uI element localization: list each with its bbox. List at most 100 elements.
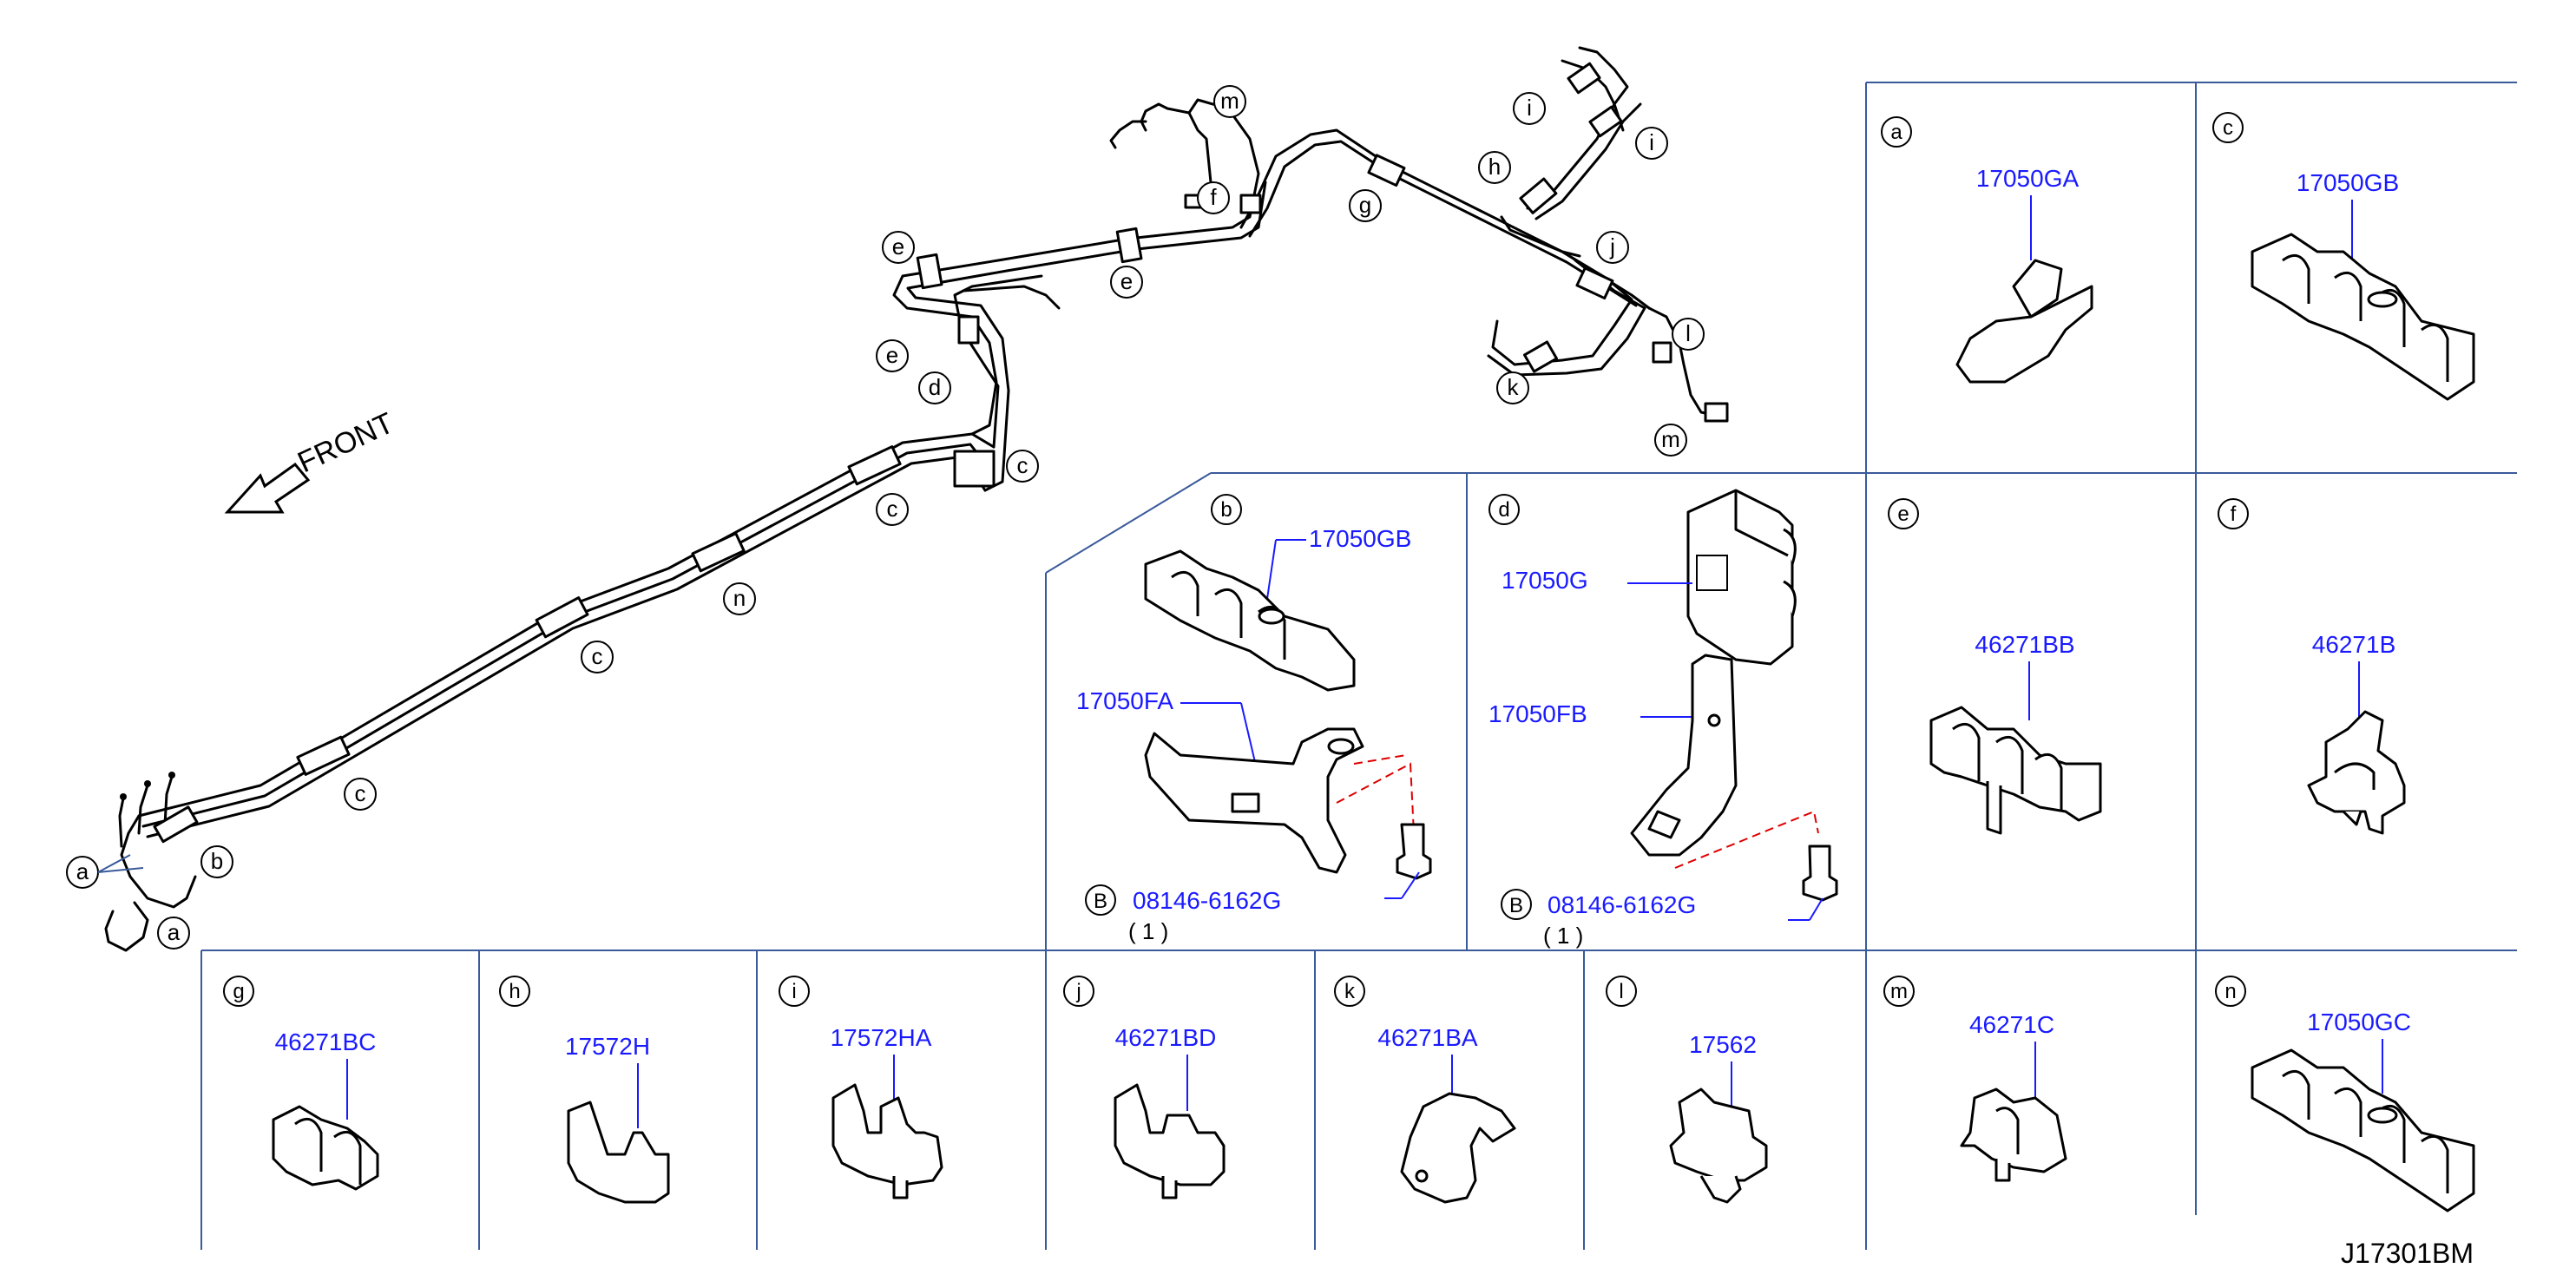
panel-b: b 17050GB 17050FA B 08146-6162G ( 1 ) xyxy=(1076,494,1432,944)
panel-l: l 17562 xyxy=(1606,976,1768,1204)
panel-d: d 17050G 17050FB B 08146-6162G ( 1 ) xyxy=(1488,489,1838,949)
panel-h: h 17572H xyxy=(499,976,670,1204)
part-number-c: 17050GB xyxy=(2297,169,2399,196)
panel-j: j 46271BD xyxy=(1063,976,1226,1199)
svg-text:a: a xyxy=(168,919,181,945)
part-number-h: 17572H xyxy=(565,1033,650,1060)
svg-text:B: B xyxy=(1094,890,1107,913)
part-number-n: 17050GC xyxy=(2307,1009,2411,1035)
quantity-b: ( 1 ) xyxy=(1128,918,1168,944)
svg-text:l: l xyxy=(1686,320,1691,346)
svg-text:i: i xyxy=(792,980,796,1003)
svg-text:b: b xyxy=(211,848,223,874)
panel-k: k 46271BA xyxy=(1334,976,1516,1204)
part-number-d-clip: 17050G xyxy=(1502,567,1588,594)
part-number-d-bracket: 17050FB xyxy=(1488,700,1587,727)
callout-c-1: c xyxy=(344,778,377,811)
svg-text:h: h xyxy=(1488,154,1501,180)
part-number-b-bracket: 17050FA xyxy=(1076,687,1173,714)
svg-text:l: l xyxy=(1619,980,1623,1003)
svg-text:e: e xyxy=(1897,503,1909,526)
callouts: a a b c c n c c d e e e f m g h i i j k … xyxy=(66,85,1705,950)
part-number-i: 17572HA xyxy=(831,1024,932,1051)
svg-text:e: e xyxy=(1120,268,1133,294)
svg-text:B: B xyxy=(1509,894,1523,917)
part-number-d-bolt: 08146-6162G xyxy=(1548,891,1696,918)
svg-text:c: c xyxy=(592,643,603,669)
svg-text:n: n xyxy=(733,585,746,611)
quantity-d: ( 1 ) xyxy=(1543,923,1583,949)
callout-j-1: j xyxy=(1596,231,1629,264)
part-number-e: 46271BB xyxy=(1975,631,2074,658)
svg-text:c: c xyxy=(355,780,366,806)
part-number-m: 46271C xyxy=(1969,1011,2054,1038)
svg-text:i: i xyxy=(1527,95,1532,121)
svg-text:b: b xyxy=(1220,498,1232,522)
callout-f-1: f xyxy=(1197,181,1230,214)
svg-text:f: f xyxy=(2231,503,2237,526)
svg-text:a: a xyxy=(1890,121,1902,144)
svg-text:c: c xyxy=(2223,116,2233,140)
svg-text:e: e xyxy=(886,342,898,368)
svg-text:d: d xyxy=(929,374,941,400)
callout-e-2: e xyxy=(876,339,909,372)
panel-c: c 17050GB xyxy=(2212,112,2475,401)
part-number-a: 17050GA xyxy=(1976,165,2080,192)
svg-text:j: j xyxy=(1075,980,1081,1003)
panel-g: g 46271BC xyxy=(223,976,379,1191)
svg-text:e: e xyxy=(892,233,904,260)
callout-e-1: e xyxy=(882,231,915,264)
part-number-k: 46271BA xyxy=(1377,1024,1478,1051)
svg-text:m: m xyxy=(1890,980,1908,1003)
svg-text:g: g xyxy=(233,980,244,1003)
svg-text:a: a xyxy=(76,858,89,884)
svg-text:k: k xyxy=(1344,980,1356,1003)
svg-text:f: f xyxy=(1210,184,1217,210)
callout-i-1: i xyxy=(1513,92,1546,125)
front-label: FRONT xyxy=(292,406,398,479)
callout-g-1: g xyxy=(1349,189,1382,222)
front-arrow: FRONT xyxy=(224,406,399,514)
svg-text:k: k xyxy=(1508,374,1520,400)
panel-i: i 17572HA xyxy=(779,976,943,1199)
callout-a-1: a xyxy=(66,856,99,889)
callout-c-4: c xyxy=(1006,450,1039,483)
callout-n-1: n xyxy=(723,582,756,615)
part-number-g: 46271BC xyxy=(275,1028,377,1055)
panel-n: n 17050GC xyxy=(2215,976,2475,1212)
callout-c-3: c xyxy=(876,493,909,526)
panel-frames xyxy=(200,82,2517,1250)
part-number-j: 46271BD xyxy=(1115,1024,1217,1051)
svg-text:i: i xyxy=(1649,129,1654,155)
svg-text:j: j xyxy=(1609,233,1615,260)
panel-m: m 46271C xyxy=(1883,976,2067,1182)
svg-text:m: m xyxy=(1220,88,1239,114)
callout-m-1: m xyxy=(1213,85,1246,118)
svg-text:d: d xyxy=(1498,498,1509,522)
callout-m-2: m xyxy=(1654,424,1687,457)
svg-text:c: c xyxy=(1017,452,1028,478)
callout-i-2: i xyxy=(1635,127,1668,160)
callout-e-3: e xyxy=(1110,266,1143,299)
svg-text:c: c xyxy=(887,496,898,522)
svg-text:g: g xyxy=(1359,192,1371,218)
part-number-b-clip: 17050GB xyxy=(1309,525,1411,552)
svg-text:h: h xyxy=(509,980,520,1003)
callout-h-1: h xyxy=(1478,151,1511,184)
callout-k-1: k xyxy=(1496,371,1529,404)
svg-text:m: m xyxy=(1661,426,1680,452)
part-number-l: 17562 xyxy=(1689,1031,1757,1058)
panel-f: f 46271B xyxy=(2218,498,2406,835)
svg-text:n: n xyxy=(2224,980,2236,1003)
callout-c-2: c xyxy=(581,641,614,674)
fuel-line-assembly xyxy=(104,46,1729,952)
drawing-id: J17301BM xyxy=(2341,1238,2474,1269)
panel-e: e 46271BB xyxy=(1888,498,2102,835)
callout-b-1: b xyxy=(200,845,233,878)
part-number-b-bolt: 08146-6162G xyxy=(1133,887,1281,914)
callout-d-1: d xyxy=(918,371,951,404)
part-number-f: 46271B xyxy=(2312,631,2396,658)
panel-a: a 17050GA xyxy=(1881,116,2093,384)
callout-l-1: l xyxy=(1672,318,1705,351)
